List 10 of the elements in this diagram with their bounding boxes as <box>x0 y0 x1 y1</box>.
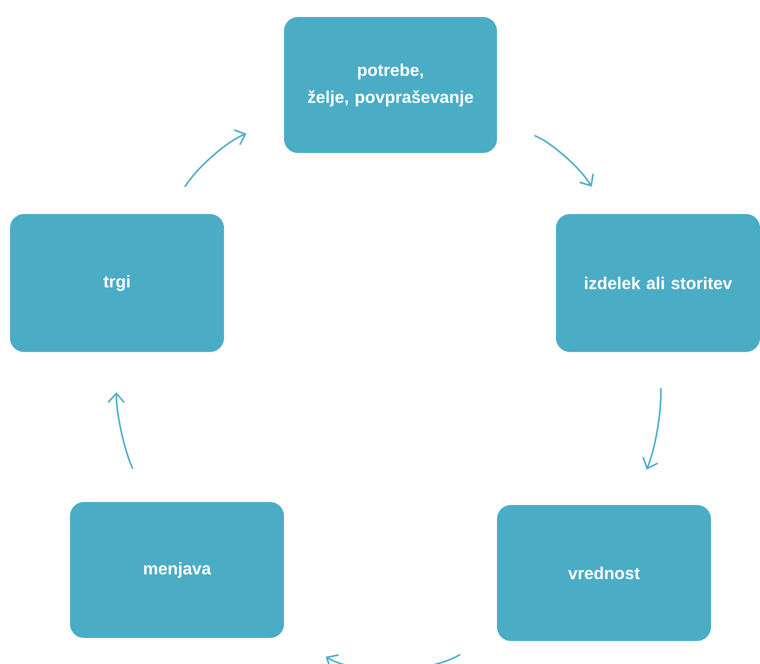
process-box: trgi <box>10 214 224 352</box>
process-box: potrebe, želje, povpraševanje <box>284 17 497 153</box>
process-box: menjava <box>70 502 284 638</box>
process-box: izdelek ali storitev <box>556 214 760 352</box>
arrow <box>534 134 594 187</box>
arrow <box>184 129 246 188</box>
arrow <box>326 654 461 664</box>
process-box: vrednost <box>497 505 711 641</box>
arrow <box>642 388 662 470</box>
arrow <box>108 392 134 470</box>
